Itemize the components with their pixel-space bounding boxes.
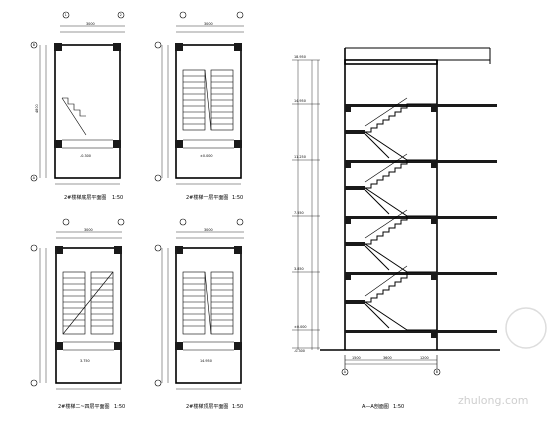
section-dim-2: 3600 (383, 356, 392, 360)
section-dim-1: 1500 (352, 356, 361, 360)
plan3-scale: 1:50 (114, 404, 125, 410)
plan4-elev: 14.950 (200, 359, 212, 363)
section-title: A—A剖面图 (362, 403, 389, 410)
level-4: 11.250 (294, 155, 306, 159)
plan3-width-dim: 3000 (84, 228, 93, 232)
plan2-elev: ±0.000 (200, 154, 213, 158)
plan-first-floor: 3000 ±0.000 2#楼梯一层平面图 1:50 (154, 11, 244, 201)
plan-typical-floor: 3000 3.750 2#楼梯二~四层平面图 1:50 (30, 218, 125, 410)
section-axis-b: B (436, 370, 438, 374)
plan1-title: 2#楼梯底层平面图 (64, 194, 106, 201)
level-ground: -0.300 (294, 349, 305, 353)
plan2-width-dim: 3000 (204, 22, 213, 26)
plan3-title: 2#楼梯二~四层平面图 (58, 403, 110, 410)
plan1-height-dim: 4800 (35, 104, 39, 113)
plan2-title: 2#楼梯一层平面图 (186, 194, 228, 201)
plan1-scale: 1:50 (112, 195, 123, 201)
axis-bubble-2: 2 (120, 13, 122, 17)
plan4-title: 2#楼梯顶层平面图 (186, 403, 228, 410)
plan4-width-dim: 3000 (204, 228, 213, 232)
section-axis-a: A (344, 370, 347, 374)
plan-ground-floor: 1 2 B A 3000 4800 -0.300 2#楼梯底层平面图 1:50 (30, 11, 125, 201)
axis-bubble-a: A (33, 176, 36, 180)
level-top: 18.950 (294, 55, 306, 59)
level-1: ±0.000 (294, 325, 307, 329)
plan1-width-dim: 3000 (86, 22, 95, 26)
plan2-scale: 1:50 (232, 195, 243, 201)
plan3-elev: 3.750 (80, 359, 90, 363)
axis-bubble-1: 1 (65, 13, 67, 17)
level-5: 14.950 (294, 99, 306, 103)
watermark: zhulong.com (458, 307, 547, 407)
section-a-a: A B 18.950 14.950 11.250 7.550 3.850 ±0.… (292, 47, 500, 410)
plan-top-floor: 3000 14.950 2#楼梯顶层平面图 1:50 (154, 218, 244, 410)
plan1-elev: -0.300 (80, 154, 91, 158)
plan4-scale: 1:50 (232, 404, 243, 410)
watermark-text: zhulong.com (458, 394, 528, 407)
level-3: 7.550 (294, 211, 304, 215)
level-2: 3.850 (294, 267, 304, 271)
axis-bubble-b: B (33, 43, 35, 47)
section-scale: 1:50 (393, 404, 404, 410)
section-dim-3: 1200 (420, 356, 429, 360)
